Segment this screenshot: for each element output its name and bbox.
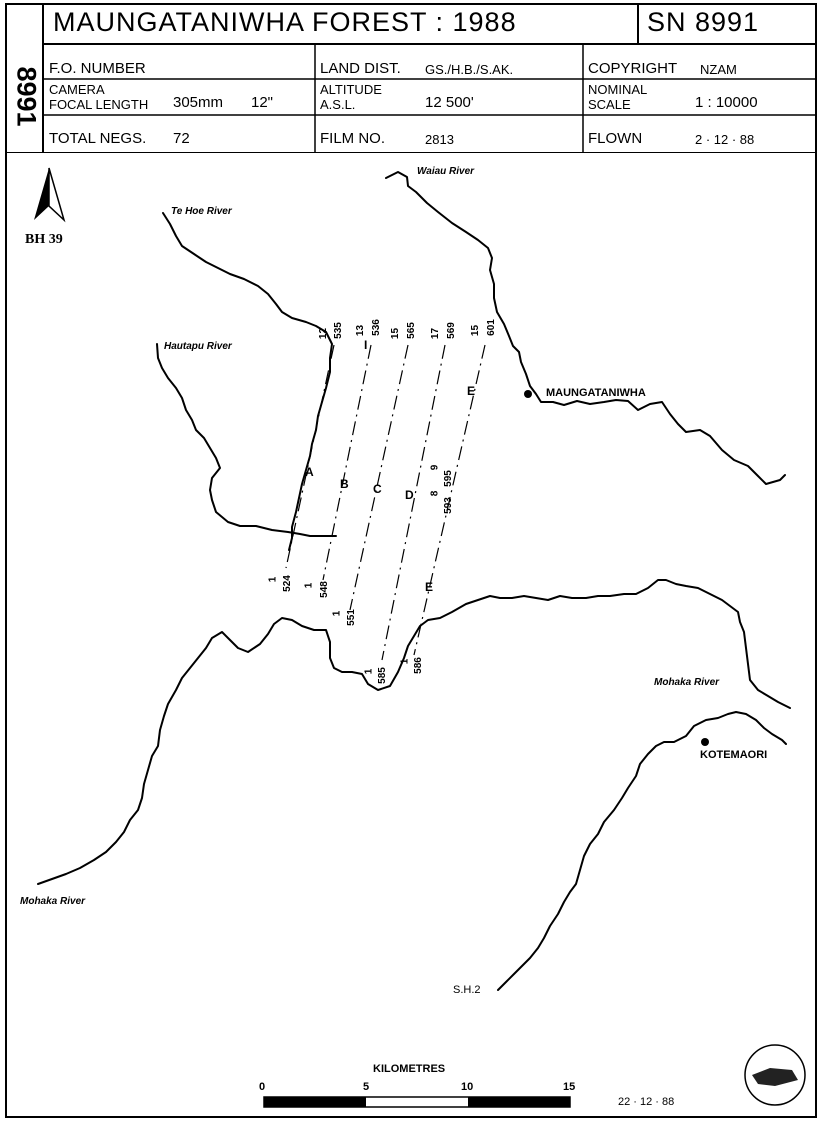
north-arrow	[34, 167, 66, 223]
hautapu-river-label: Hautapu River	[164, 341, 232, 352]
flight-line-b	[322, 344, 372, 581]
run-e-end-run: 15	[470, 324, 482, 337]
run-c-start-run: 1	[331, 610, 343, 617]
nominal-label: NOMINAL	[588, 82, 648, 97]
run-a-start-neg: 524	[281, 575, 293, 592]
run-a-end-neg: 535	[332, 322, 344, 339]
scale-label: SCALE	[588, 97, 631, 112]
gap-neg-b: 595	[442, 470, 454, 487]
i-mark: I	[364, 338, 368, 352]
run-e-start-run: 1	[399, 658, 411, 665]
te-hoe-river	[162, 212, 333, 551]
run-e-end-neg: 601	[485, 319, 497, 336]
te-hoe-river-label: Te Hoe River	[171, 206, 232, 217]
north-letter: N	[43, 212, 50, 222]
focal-length-mm: 305mm	[173, 94, 224, 111]
sheet-date: 22 · 12 · 88	[618, 1096, 675, 1108]
kotemaori-point	[701, 738, 709, 746]
run-d-start-run: 1	[363, 668, 375, 675]
flight-lines	[285, 344, 486, 661]
run-e-start-neg: 586	[412, 657, 424, 674]
fo-number-label: F.O. NUMBER	[49, 60, 146, 77]
run-letter-e-south: E	[425, 580, 434, 594]
run-a-end-run: 12	[318, 327, 330, 340]
film-no-label: FILM NO.	[320, 130, 386, 147]
gap-run-b: 9	[429, 464, 441, 471]
total-negs-value: 72	[173, 130, 190, 147]
sheet-number: SN 8991	[647, 7, 760, 37]
mohaka-river-label-east: Mohaka River	[654, 677, 720, 688]
gap-run-a: 8	[429, 490, 441, 497]
asl-label: A.S.L.	[320, 97, 356, 112]
maungataniwha-label: MAUNGATANIWHA	[546, 387, 646, 399]
flown-label: FLOWN	[588, 130, 643, 147]
run-a-start-run: 1	[267, 576, 279, 583]
scale-tick-0: 0	[259, 1081, 266, 1093]
land-dist-label: LAND DIST.	[320, 60, 401, 77]
run-letter-d: D	[405, 488, 414, 502]
run-b-start-neg: 548	[318, 581, 330, 598]
sh2-road	[497, 711, 787, 991]
total-negs-label: TOTAL NEGS.	[49, 130, 147, 147]
scale-value: 1 : 10000	[695, 94, 758, 111]
run-b-end-run: 13	[355, 324, 367, 337]
flight-line-d	[381, 344, 446, 661]
waiau-river	[385, 171, 786, 485]
flown-value: 2 · 12 · 88	[695, 132, 755, 147]
film-no-value: 2813	[425, 132, 454, 147]
kotemaori-label: KOTEMAORI	[700, 749, 768, 761]
altitude-label: ALTITUDE	[320, 82, 382, 97]
copyright-label: COPYRIGHT	[588, 60, 678, 77]
waiau-river-label: Waiau River	[417, 166, 475, 177]
run-d-end-neg: 569	[445, 322, 457, 339]
flight-line-e	[413, 344, 486, 656]
scale-tick-15: 15	[563, 1081, 576, 1093]
run-b-start-run: 1	[303, 582, 315, 589]
focal-length-label: FOCAL LENGTH	[49, 97, 149, 112]
copyright-value: NZAM	[700, 62, 737, 77]
run-letter-c: C	[373, 482, 382, 496]
run-c-start-neg: 551	[345, 609, 357, 626]
run-letter-b: B	[340, 477, 349, 491]
flight-line-c	[349, 344, 409, 611]
mohaka-river	[37, 579, 791, 885]
map-reference: BH 39	[25, 232, 63, 247]
sh2-label: S.H.2	[453, 984, 481, 996]
run-c-end-neg: 565	[405, 322, 417, 339]
map-title: MAUNGATANIWHA FOREST : 1988	[53, 7, 517, 37]
flight-line-a	[285, 344, 335, 569]
maungataniwha-point	[524, 390, 532, 398]
title-block-grid	[5, 3, 817, 153]
run-letter-a: A	[305, 465, 314, 479]
run-d-end-run: 17	[430, 327, 442, 340]
scale-tick-10: 10	[461, 1081, 474, 1093]
land-dist-value: GS./H.B./S.AK.	[425, 62, 514, 77]
hautapu-river	[156, 343, 337, 537]
camera-label: CAMERA	[49, 82, 105, 97]
focal-length-in: 12"	[251, 94, 274, 111]
map-sheet-frame	[5, 3, 817, 1118]
mohaka-river-label-west: Mohaka River	[20, 896, 86, 907]
scale-tick-5: 5	[363, 1081, 370, 1093]
run-letter-e-north: E	[467, 384, 476, 398]
scale-bar-title: KILOMETRES	[373, 1063, 446, 1075]
altitude-value: 12 500'	[425, 94, 474, 111]
gap-neg-a: 593	[442, 497, 454, 514]
run-d-start-neg: 585	[376, 667, 388, 684]
scale-bar	[263, 1096, 571, 1108]
run-b-end-neg: 536	[370, 319, 382, 336]
company-logo	[744, 1044, 806, 1106]
run-c-end-run: 15	[390, 327, 402, 340]
title-block: MAUNGATANIWHA FOREST : 1988 SN 8991 8991…	[5, 3, 817, 153]
